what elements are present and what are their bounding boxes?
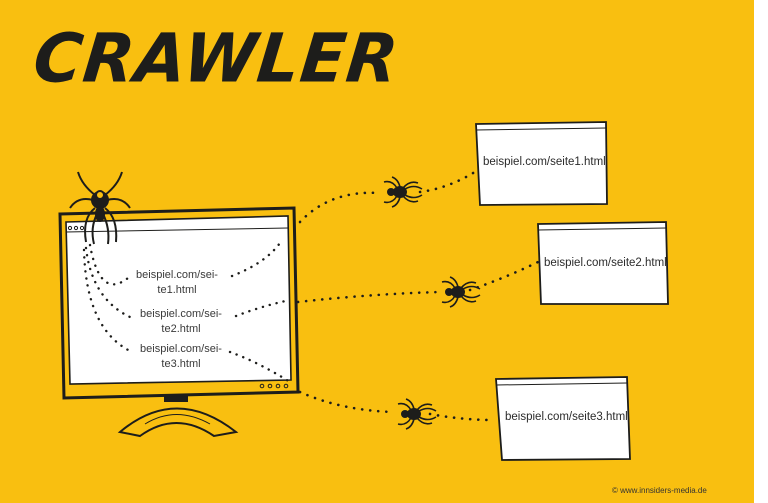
copyright-notice: © www.innsiders-media.de (612, 486, 707, 495)
monitor-icon (58, 206, 300, 400)
monitor-link-1: beispiel.com/sei- te1.html (136, 269, 218, 296)
page-label-1: beispiel.com/seite1.html (483, 156, 606, 168)
spider-icon (69, 171, 131, 245)
page-label-2: beispiel.com/seite2.html (544, 257, 667, 269)
page-label-3: beispiel.com/seite3.html (505, 411, 628, 423)
monitor-link-3: beispiel.com/sei- te3.html (140, 343, 222, 370)
spider-icon (383, 176, 423, 208)
spider-icon (441, 276, 481, 308)
monitor-link-2: beispiel.com/sei- te2.html (140, 308, 222, 335)
browser-window-icon (475, 121, 669, 461)
